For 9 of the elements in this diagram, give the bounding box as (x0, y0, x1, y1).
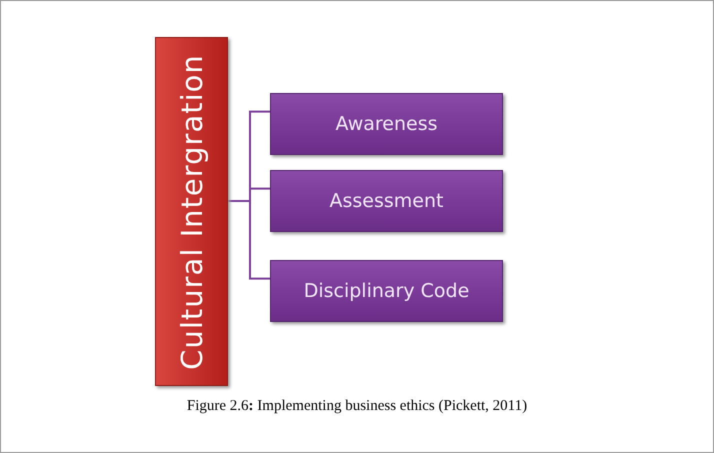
item-label: Disciplinary Code (304, 280, 470, 302)
category-label: Cultural Intergration (174, 54, 208, 370)
item-label: Assessment (330, 190, 444, 212)
category-bar (155, 37, 228, 386)
item-box (270, 170, 503, 232)
item-box (270, 93, 503, 155)
item-label: Awareness (335, 113, 438, 135)
item-box (270, 260, 503, 322)
figure-caption: Figure 2.6: Implementing business ethics (Pickett, 2011) (186, 398, 528, 415)
